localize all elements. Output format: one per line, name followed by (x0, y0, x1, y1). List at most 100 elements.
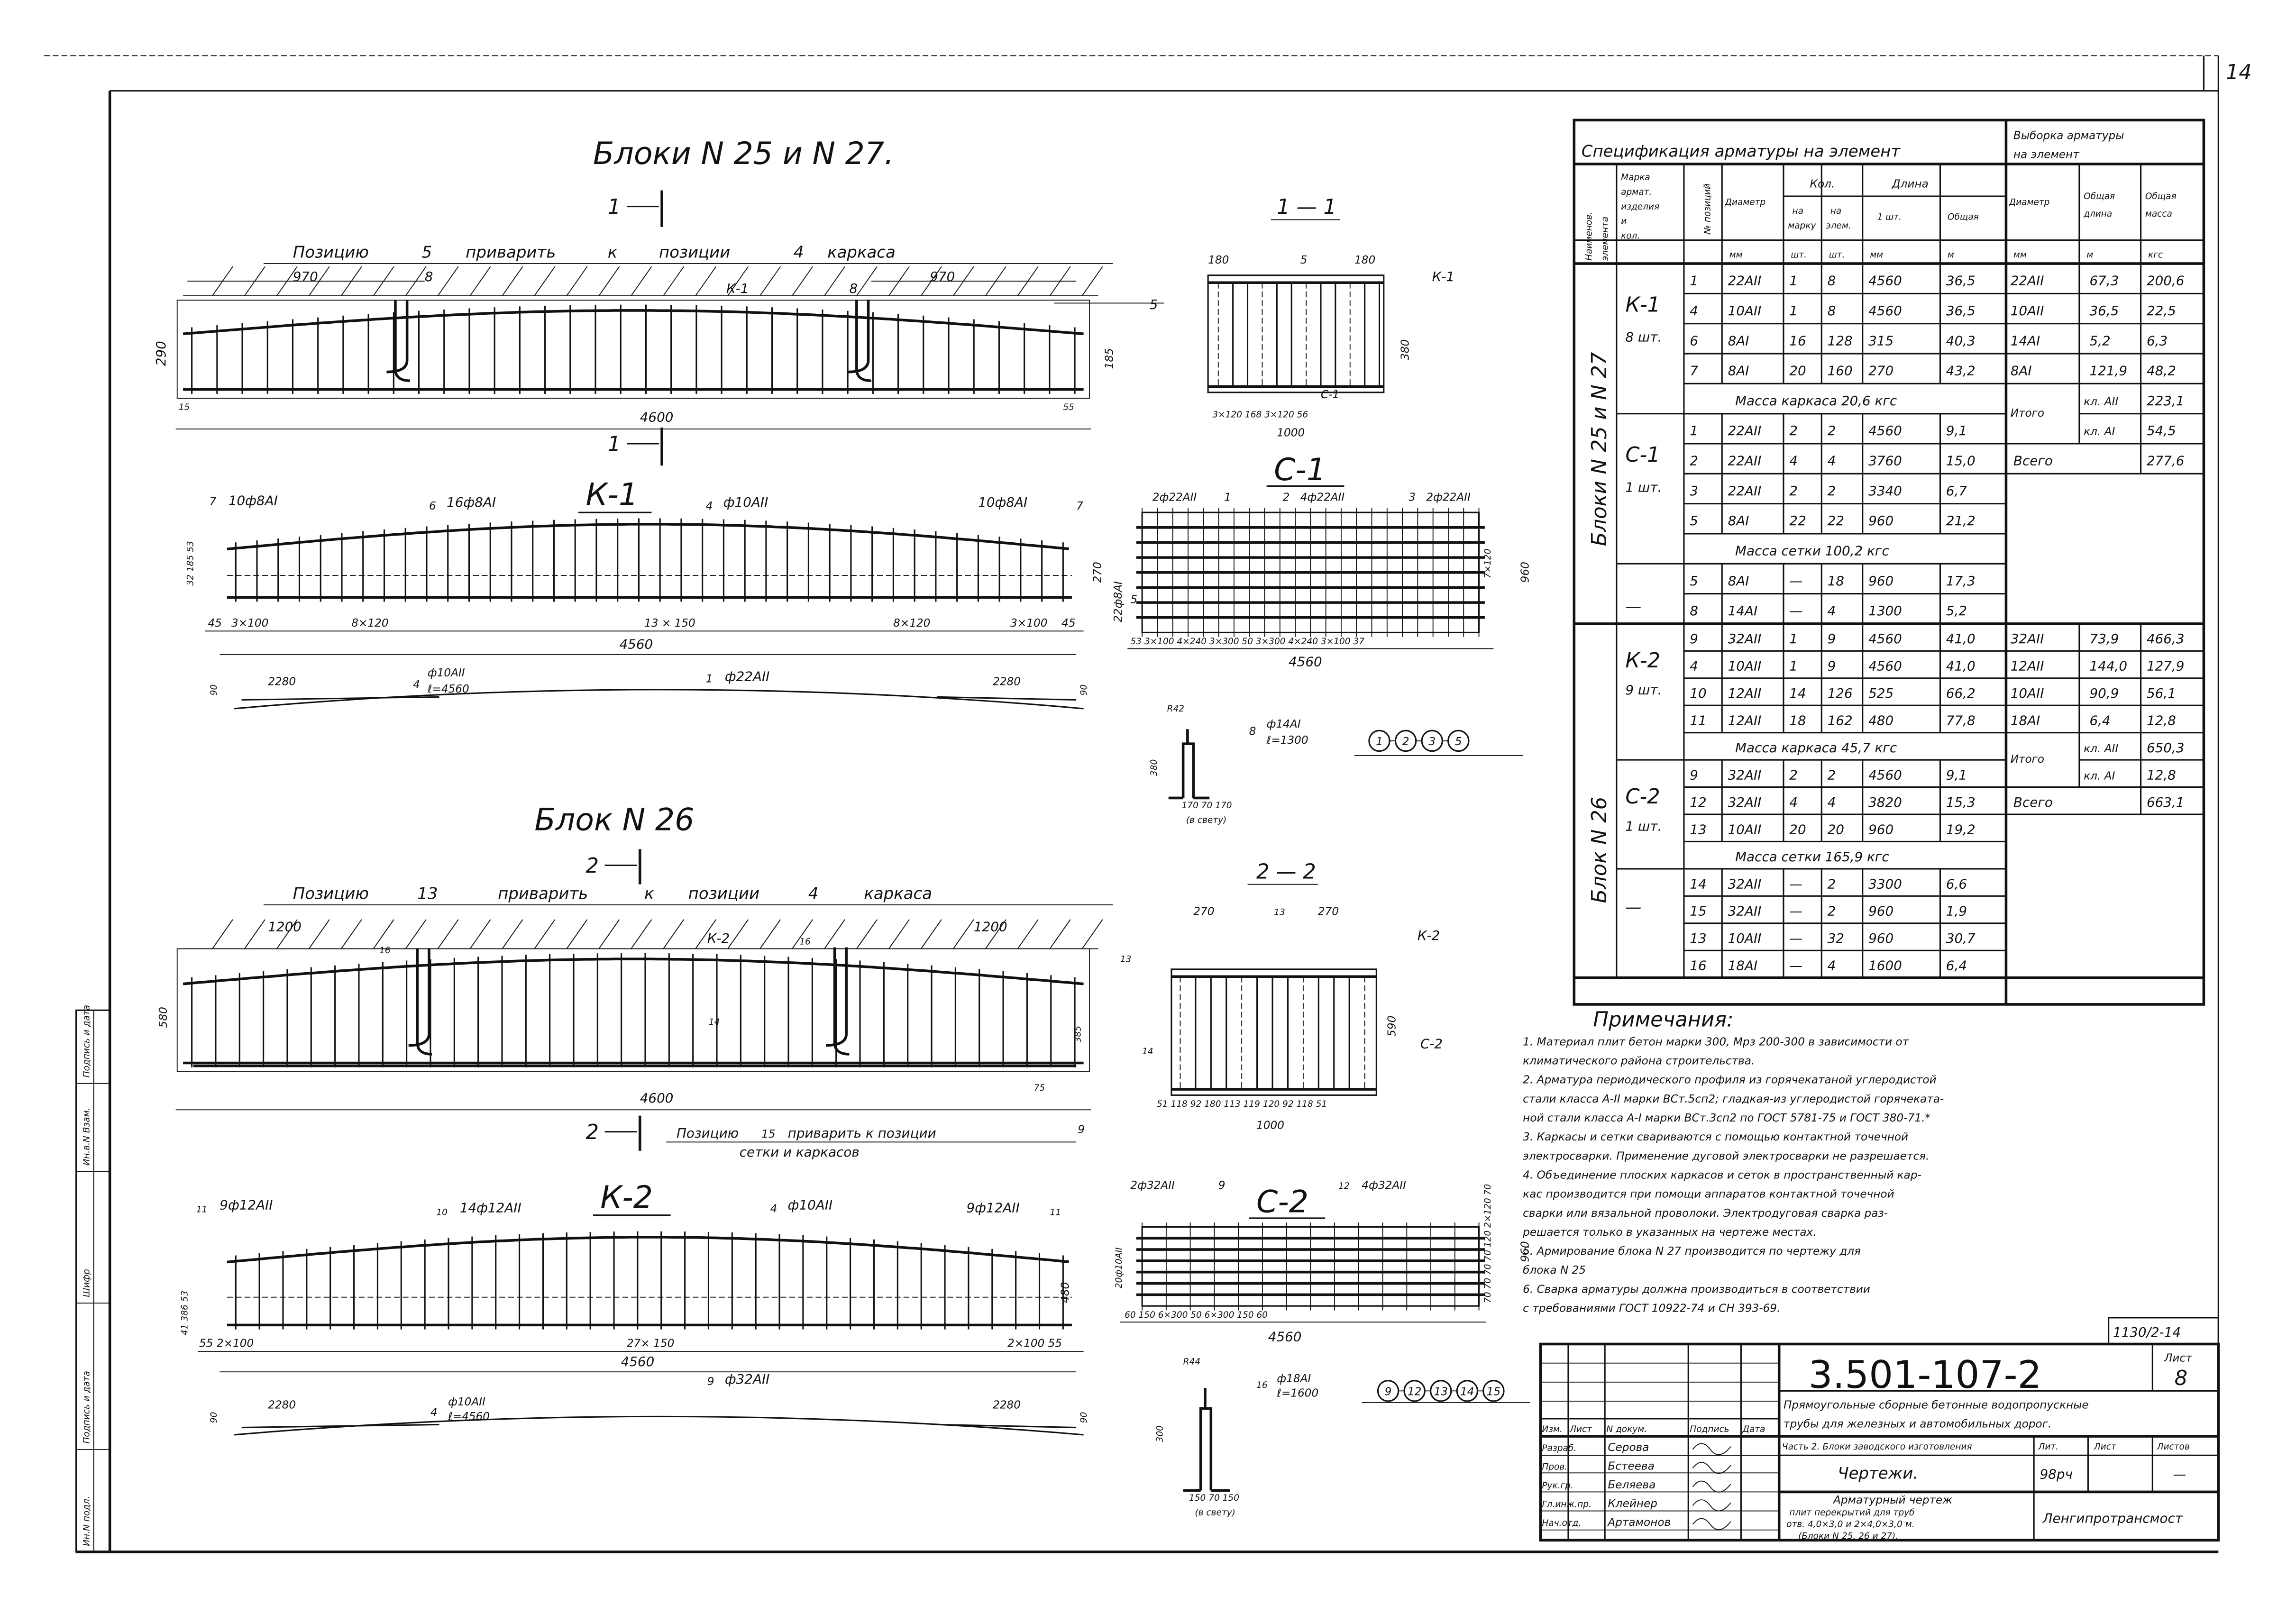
header-label: Диаметр (2009, 198, 2050, 208)
table-cell: 18 (1789, 713, 1806, 729)
svg-text:к: к (644, 884, 654, 903)
table-cell: 5,2 (1946, 603, 1967, 619)
hatch-line (1017, 919, 1039, 949)
header-label: марку (1788, 221, 1816, 231)
svg-text:Позицию: Позицию (293, 884, 369, 903)
svg-text:С-2: С-2 (1420, 1036, 1443, 1052)
title-block-column: Изм. (1542, 1424, 1563, 1434)
dim-55: 55 (1063, 402, 1074, 412)
note-line: сварки или вязальной проволоки. Электрод… (1523, 1207, 1888, 1220)
svg-text:480: 480 (1060, 1282, 1072, 1303)
table-cell: 4 (1828, 794, 1836, 810)
table-cell: 1 (1789, 658, 1798, 674)
table-cell: 15,0 (1946, 453, 1976, 469)
svg-text:ℓ=4560: ℓ=4560 (448, 1411, 490, 1423)
svg-text:к: к (608, 243, 618, 262)
svg-text:20ф10АII: 20ф10АII (1114, 1248, 1124, 1289)
svg-text:90: 90 (1079, 1412, 1089, 1423)
table-cell: 4560 (1868, 273, 1902, 289)
table-cell: 315 (1868, 333, 1894, 348)
table-cell: 20 (1828, 821, 1844, 837)
selection-cell: 48,2 (2147, 363, 2176, 379)
vsego-value: 277,6 (2147, 453, 2185, 469)
person-name: Клейнер (1608, 1498, 1657, 1510)
table-cell: 4 (1789, 794, 1798, 810)
svg-text:150 70 150: 150 70 150 (1189, 1493, 1239, 1503)
table-cell: 8АI (1728, 513, 1749, 529)
header-label: на (1793, 206, 1803, 216)
svg-text:ф10АII: ф10АII (788, 1197, 832, 1213)
table-cell: 2 (1690, 453, 1698, 469)
mark-qty: 9 шт. (1625, 682, 1662, 698)
svg-text:2280: 2280 (268, 676, 296, 688)
table-cell: 525 (1868, 685, 1894, 701)
hatch-line (952, 919, 974, 949)
svg-text:(Блоки N 25, 26 и 27).: (Блоки N 25, 26 и 27). (1798, 1531, 1898, 1541)
top-chord-bar (227, 1236, 1069, 1264)
loop-bar (386, 300, 410, 382)
signature (1692, 1518, 1731, 1530)
weld-note-26b: Позицию 15 приварить к позиции сетки и к… (666, 1124, 1085, 1160)
svg-text:1 — 1: 1 — 1 (1277, 195, 1336, 219)
svg-text:55 2×100: 55 2×100 (199, 1338, 254, 1350)
hatch-line (244, 919, 265, 949)
signature (1692, 1443, 1731, 1455)
table-cell: 6,6 (1946, 876, 1967, 892)
section-2-2: 2 — 2 270 13 270 К-2 590 14 С-2 51 118 9… (1142, 860, 1443, 1131)
bar-8-detail: R42 8 ф14АI ℓ=1300 380 170 70 170 (в све… (1149, 704, 1523, 825)
organization: Ленгипротрансмост (2042, 1510, 2183, 1526)
hatch-line (469, 266, 491, 296)
table-cell: 32АII (1728, 794, 1762, 810)
table-cell: 30,7 (1946, 930, 1976, 946)
hatch-line (340, 919, 362, 949)
table-cell: 1 (1690, 423, 1698, 438)
svg-text:Арматурный чертеж: Арматурный чертеж (1832, 1494, 1952, 1506)
hatch-line (759, 266, 781, 296)
svg-text:8×120: 8×120 (351, 617, 388, 629)
svg-text:4560: 4560 (1268, 1329, 1302, 1344)
header-label: масса (2145, 209, 2172, 219)
svg-text:R42: R42 (1167, 704, 1184, 714)
svg-text:1: 1 (608, 195, 621, 219)
svg-text:14ф12АII: 14ф12АII (460, 1200, 521, 1216)
note-line: 5. Армирование блока N 27 производится п… (1523, 1245, 1861, 1258)
hatch-line (695, 919, 717, 949)
label-k1: К-1 (726, 281, 749, 296)
table-cell: 9,1 (1946, 767, 1967, 783)
hatch-line (276, 919, 298, 949)
itogo-label: Итого (2011, 407, 2044, 419)
hatch-line (534, 266, 556, 296)
hatch-line (1081, 266, 1103, 296)
specification-table: Спецификация арматуры на элемент Выборка… (1573, 119, 2205, 1006)
svg-text:16: 16 (1256, 1380, 1268, 1390)
svg-text:2 — 2: 2 — 2 (1256, 860, 1316, 884)
header-label: Общая (1948, 212, 1979, 222)
mass-row: Масса сетки 100,2 кгс (1735, 543, 1889, 559)
selection-cell: 18АI (2011, 713, 2040, 729)
svg-text:3×100: 3×100 (1010, 617, 1047, 629)
note-line: кас производится при помощи аппаратов ко… (1523, 1188, 1894, 1201)
table-cell: 4560 (1868, 767, 1902, 783)
selection-cell: 12АII (2011, 658, 2044, 674)
pos-8-right: 8 (849, 281, 858, 296)
svg-text:отв. 4,0×3,0 и 2×4,0×3,0 м.: отв. 4,0×3,0 и 2×4,0×3,0 м. (1786, 1520, 1914, 1530)
table-cell: 4560 (1868, 423, 1902, 438)
table-cell: — (1789, 876, 1802, 892)
side-stamp-label: Ин.N подл. (82, 1496, 91, 1546)
itogo-label: Итого (2011, 753, 2044, 766)
hatch-line (469, 919, 491, 949)
svg-text:4ф32АII: 4ф32АII (1362, 1179, 1406, 1192)
table-cell: 1 (1789, 631, 1798, 647)
vsego-label: Всего (2013, 794, 2053, 810)
table-cell: 3340 (1868, 483, 1902, 499)
vsego-label: Всего (2013, 453, 2053, 469)
svg-text:(в свету): (в свету) (1195, 1508, 1235, 1518)
person-name: Артамонов (1607, 1516, 1671, 1529)
person-name: Беляева (1608, 1479, 1656, 1491)
header-label: элем. (1826, 221, 1851, 231)
svg-text:ф22АII: ф22АII (725, 668, 769, 684)
selection-cell: 127,9 (2147, 658, 2185, 674)
svg-text:4: 4 (706, 500, 713, 512)
table-cell: 6,4 (1946, 958, 1967, 974)
unit-label: шт. (1791, 250, 1807, 260)
